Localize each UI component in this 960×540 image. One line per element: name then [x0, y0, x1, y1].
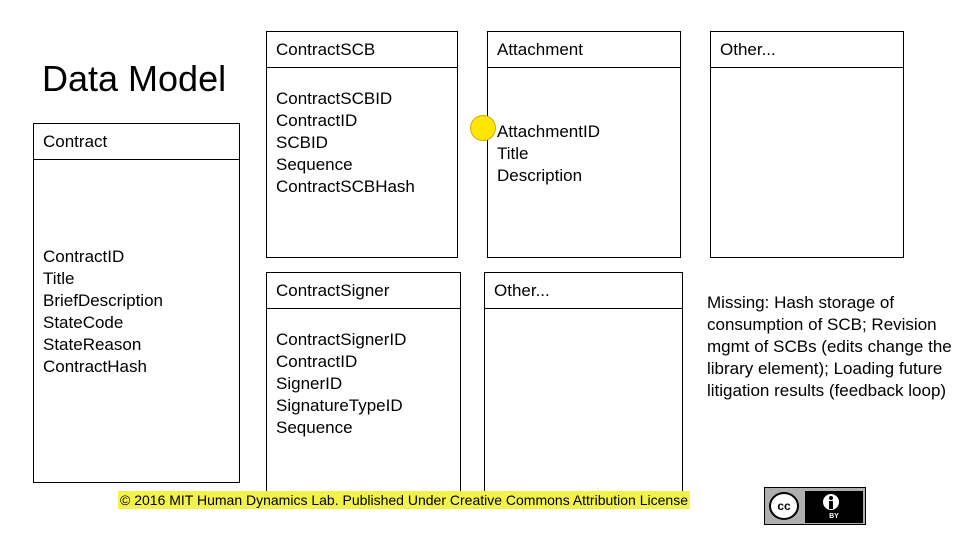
field: ContractSignerID	[276, 330, 407, 349]
attribution-person-icon	[821, 492, 841, 512]
entity-other-top: Other...	[710, 31, 904, 258]
field: Description	[497, 166, 583, 185]
field: SignerID	[276, 374, 343, 393]
field: ContractHash	[43, 357, 147, 376]
entity-attachment-fields: AttachmentID Title Description	[497, 121, 600, 187]
field: Sequence	[276, 418, 353, 437]
field: Title	[43, 269, 75, 288]
entity-other-bottom-name: Other...	[485, 273, 682, 309]
entity-contract-scb-name: ContractSCB	[267, 32, 457, 68]
field: SCBID	[276, 133, 328, 152]
field: SignatureTypeID	[276, 396, 403, 415]
field: ContractID	[276, 111, 358, 130]
field: Title	[497, 144, 529, 163]
field: ContractID	[276, 352, 358, 371]
entity-contract: Contract ContractID Title BriefDescripti…	[33, 123, 240, 483]
field: ContractID	[43, 247, 125, 266]
entity-contract-scb: ContractSCB ContractSCBID ContractID SCB…	[266, 31, 458, 258]
entity-contract-signer-fields: ContractSignerID ContractID SignerID Sig…	[276, 329, 406, 439]
cc-by-license-badge: cc BY	[764, 487, 866, 525]
entity-contract-name: Contract	[34, 124, 239, 160]
field: BriefDescription	[43, 291, 163, 310]
entity-contract-signer-name: ContractSigner	[267, 273, 460, 309]
entity-contract-fields: ContractID Title BriefDescription StateC…	[43, 246, 163, 378]
entity-contract-scb-fields: ContractSCBID ContractID SCBID Sequence …	[276, 88, 415, 198]
entity-attachment-name: Attachment	[488, 32, 680, 68]
by-label: BY	[829, 513, 839, 520]
entity-contract-signer: ContractSigner ContractSignerID Contract…	[266, 272, 461, 502]
field: AttachmentID	[497, 122, 600, 141]
entity-attachment: Attachment AttachmentID Title Descriptio…	[487, 31, 681, 258]
entity-other-bottom: Other...	[484, 272, 683, 502]
field: ContractSCBID	[276, 89, 393, 108]
field: StateCode	[43, 313, 124, 332]
field: ContractSCBHash	[276, 177, 415, 196]
page-title: Data Model	[42, 58, 227, 99]
field: StateReason	[43, 335, 142, 354]
entity-other-top-name: Other...	[711, 32, 903, 68]
highlight-marker	[470, 115, 496, 141]
missing-note: Missing: Hash storage of consumption of …	[707, 293, 952, 400]
copyright-footer: © 2016 MIT Human Dynamics Lab. Published…	[118, 491, 690, 509]
field: Sequence	[276, 155, 353, 174]
cc-icon: cc	[769, 492, 799, 520]
